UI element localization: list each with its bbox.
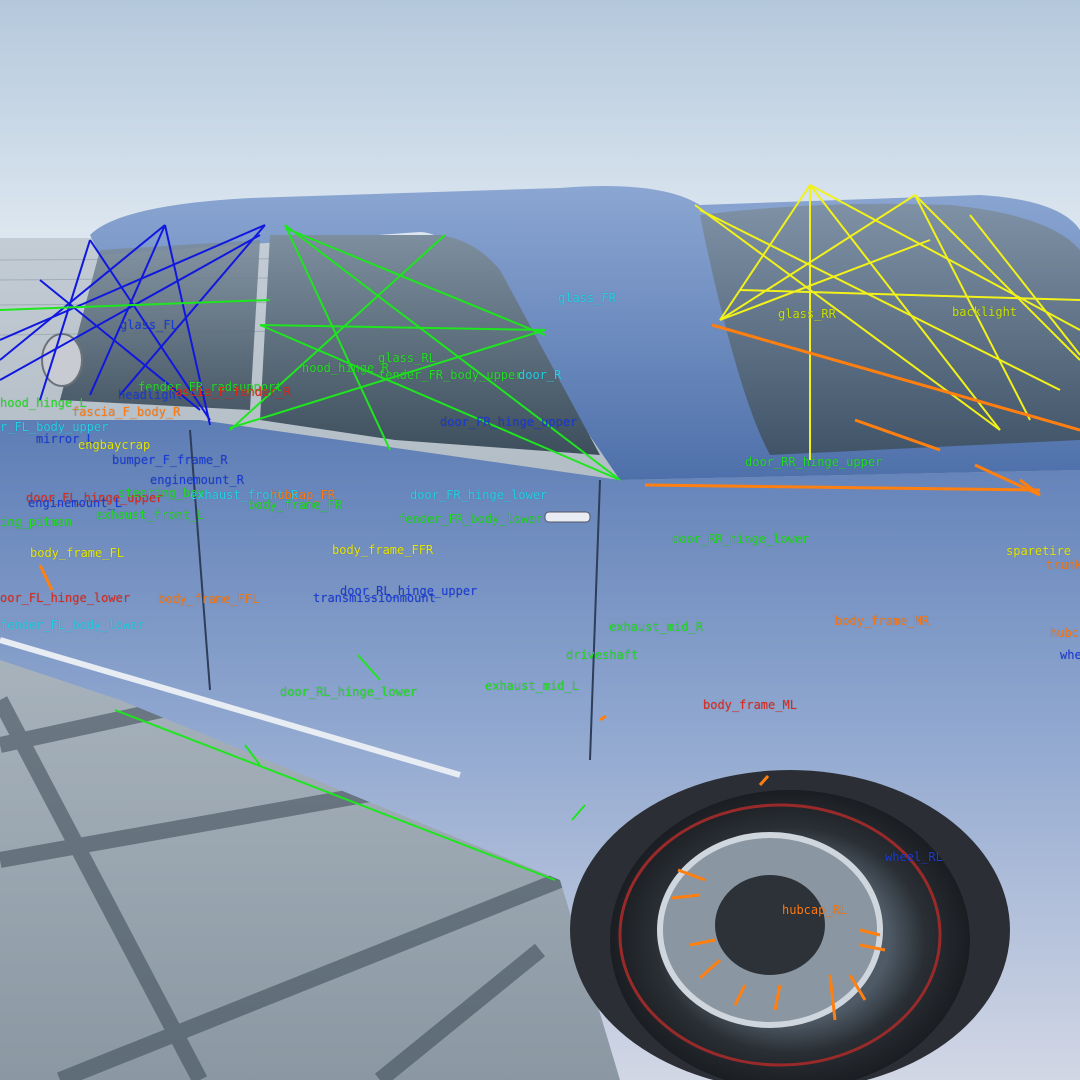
label-bumper-f-frame-r: bumper_F_frame_R [112, 453, 228, 467]
label-hubcap-fr: hubcap_FR [270, 488, 336, 502]
label-fascia-f-fender-r: fascia_F_fender_R [168, 385, 291, 399]
label-fender-fl-body-upper: r_FL_body_upper [0, 420, 109, 434]
label-body-frame-fl: body_frame_FL [30, 546, 124, 560]
label-exhaust-front-r: exhaust_front_R [190, 488, 299, 502]
label-exhaust-front-l: exhaust_front_L [96, 508, 205, 522]
door-seam [589, 479, 601, 761]
label-steering-pitman: ing_pitman [0, 515, 73, 529]
label-door-rl-hinge-upper: door_RL_hinge_upper [340, 584, 478, 598]
side-mirror [41, 333, 83, 387]
label-steering-box: steering_box [118, 486, 205, 500]
label-wheel-rr: whe [1060, 648, 1080, 662]
label-enginemount-l: enginemount_L [28, 496, 122, 510]
label-body-frame-ml: body_frame_ML [703, 698, 797, 712]
label-fender-fl-body-lower: fender_FL_body_lower [0, 618, 145, 632]
label-glass-fr: glass_FR [558, 291, 616, 305]
label-door-fl-hinge-lower: oor_FL_hinge_lower [0, 591, 131, 605]
beam-group-green [0, 224, 621, 881]
label-sparetire: sparetire [1006, 544, 1072, 558]
rear-tire-redline [618, 803, 942, 1067]
label-driveshaft: driveshaft [566, 648, 639, 662]
label-body-frame-mr: body_frame_MR [835, 614, 929, 628]
label-door-fr-hinge-lower: door_FR_hinge_lower [410, 488, 548, 502]
label-mirror-l: mirror_L [36, 432, 94, 446]
label-door-rr-hinge-upper: door_RR_hinge_upper [745, 455, 883, 469]
label-exhaust-mid-l: exhaust_mid_L [485, 679, 579, 693]
label-fascia-f-body-r: fascia_F_body_R [72, 405, 181, 419]
windshield [60, 240, 260, 410]
door-handle [544, 511, 591, 523]
label-hood-hinge-r: hood_hinge_R [302, 361, 389, 375]
label-engbaycrap: engbaycrap [78, 438, 151, 452]
label-enginemount-r: enginemount_R [150, 473, 244, 487]
label-exhaust-mid-r: exhaust_mid_R [609, 620, 703, 634]
label-body-frame-ffr: body_frame_FFR [332, 543, 434, 557]
label-fender-fr-body-upper: fender_FR_body_upper [378, 368, 523, 382]
label-hubcap-rl: hubcap_RL [782, 903, 848, 917]
label-headlight: headlight [118, 388, 184, 402]
label-trunk: trunk [1046, 558, 1080, 572]
label-hubcap-rr: hubc [1050, 626, 1079, 640]
label-wheel-rl: wheel_RL [885, 850, 943, 864]
label-fender-fr-body-lower: fender_FR_body_lower [398, 512, 543, 526]
label-door-fr-hinge-upper: door_FR_hinge_upper [440, 415, 578, 429]
label-body-frame-ffl: body_frame_FFL [158, 592, 260, 606]
label-body-frame-fr: body_frame_FR [248, 498, 342, 512]
rear-hub-center [715, 875, 825, 975]
label-glass-rl: glass_RL [378, 351, 436, 365]
beam-group-blue [0, 224, 266, 426]
label-door-fl-hinge-upper: door_FL_hinge_upper [26, 491, 164, 505]
label-backlight: backlight [952, 305, 1018, 319]
rear-window [700, 203, 1080, 455]
beam-group-orange [38, 323, 1080, 1021]
label-fender-fr-radsupport: fender_FR_radsupport [138, 380, 283, 394]
front-door-seam [189, 429, 211, 691]
label-door-rr-hinge-lower: door_RR_hinge_lower [672, 532, 810, 546]
label-door-rl-hinge-lower: door_RL_hinge_lower [280, 685, 418, 699]
label-hood-hinge-l: hood_hinge_L [0, 396, 87, 410]
label-glass-fl: glass_FL [120, 318, 178, 332]
label-glass-rr: glass_RR [778, 307, 836, 321]
label-door-r: door_R [518, 368, 562, 382]
body-side-trim [0, 637, 461, 778]
label-transmissionmount: transmissionmount [313, 591, 436, 605]
